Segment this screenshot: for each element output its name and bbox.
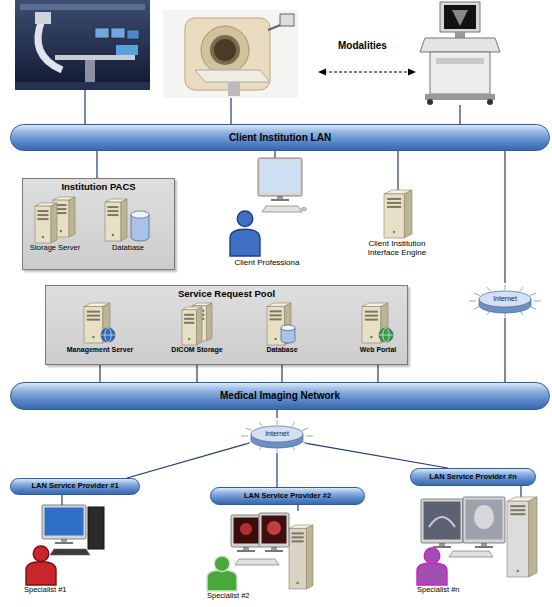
modalities-double-arrow bbox=[318, 69, 416, 76]
network-bus: LAN Service Provider #1 bbox=[10, 478, 140, 495]
network-link bbox=[520, 486, 521, 497]
device-icon bbox=[228, 158, 306, 257]
network-bus: Medical Imaging Network bbox=[10, 382, 550, 410]
specialist-node: Specialist #1 bbox=[20, 505, 112, 595]
modality-links bbox=[85, 90, 460, 124]
network-link bbox=[504, 151, 505, 283]
node-label: Specialist #1 bbox=[20, 586, 112, 595]
node-label: Client Institution Interface Engine bbox=[357, 239, 437, 257]
node-label: LAN Service Provider #2 bbox=[244, 492, 331, 501]
group-box: Institution PACS Storage Server Database bbox=[22, 178, 175, 270]
node-label: Specialist #2 bbox=[205, 592, 315, 601]
device-icon bbox=[205, 511, 315, 591]
network-link bbox=[276, 453, 277, 487]
angiography-photo bbox=[15, 0, 150, 90]
node-label: LAN Service Provider #n bbox=[429, 473, 517, 482]
workstation-node: Client Professiona bbox=[228, 158, 306, 267]
node-label: Web Portal bbox=[359, 346, 398, 354]
network-link bbox=[305, 443, 448, 468]
network-link bbox=[276, 410, 277, 418]
group-box: Service Request PoolManagement Server DIC… bbox=[45, 285, 408, 365]
device-icon bbox=[84, 303, 116, 345]
specialist-node: Specialist #2 bbox=[205, 511, 315, 601]
caption-label: Modalities bbox=[338, 40, 387, 52]
node-label: Institution PACS bbox=[23, 179, 174, 193]
node-label: Specialist #n bbox=[415, 586, 540, 595]
node-label: Client Professiona bbox=[228, 258, 306, 267]
network-bus: LAN Service Provider #2 bbox=[210, 487, 365, 505]
server-node: Web Portal bbox=[359, 303, 398, 354]
network-link bbox=[96, 151, 97, 178]
device-icon bbox=[20, 505, 112, 585]
network-link bbox=[297, 505, 298, 511]
device-icon bbox=[362, 303, 394, 345]
node-label: Management Server bbox=[66, 346, 135, 354]
node-label: Service Request Pool bbox=[46, 286, 407, 300]
node-label: DICOM Storage bbox=[170, 346, 224, 354]
node-label: Storage Server bbox=[29, 244, 82, 253]
device-icon bbox=[415, 497, 540, 585]
device-icon bbox=[35, 197, 75, 243]
device-icon bbox=[267, 303, 297, 345]
node-label: Database bbox=[265, 346, 299, 354]
ultrasound-photo bbox=[420, 2, 500, 105]
network-link bbox=[397, 151, 398, 190]
network-bus: LAN Service Provider #n bbox=[410, 468, 536, 486]
network-link bbox=[504, 318, 505, 382]
node-label: Internet bbox=[265, 430, 289, 438]
database-node: Database bbox=[265, 303, 299, 354]
server-node: DICOM Storage bbox=[170, 303, 224, 354]
node-label: Database bbox=[105, 244, 151, 253]
network-link bbox=[127, 443, 249, 478]
node-label: LAN Service Provider #1 bbox=[31, 482, 118, 491]
network-link bbox=[61, 495, 62, 505]
device-icon bbox=[105, 197, 151, 243]
server-node: Client Institution Interface Engine bbox=[357, 190, 439, 257]
database-node: Database bbox=[105, 197, 151, 253]
network-bus: Client Institution LAN bbox=[10, 124, 550, 151]
cloud-disk: Internet bbox=[240, 418, 314, 453]
node-label: Medical Imaging Network bbox=[220, 390, 340, 402]
node-label: Internet bbox=[493, 295, 517, 303]
cloud-disk: Internet bbox=[468, 283, 542, 318]
network-link bbox=[274, 151, 275, 158]
device-icon bbox=[382, 190, 414, 238]
server-node: Storage Server bbox=[29, 197, 82, 253]
device-icon bbox=[182, 303, 212, 345]
mri-photo bbox=[163, 10, 298, 98]
specialist-node: Specialist #n bbox=[415, 497, 540, 595]
node-label: Client Institution LAN bbox=[229, 132, 331, 144]
server-node: Management Server bbox=[66, 303, 135, 354]
